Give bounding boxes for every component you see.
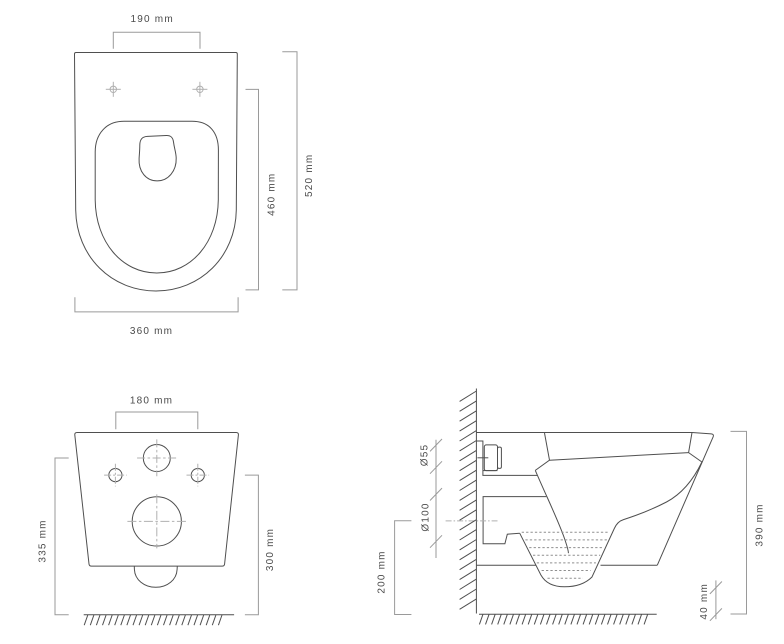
svg-text:300 mm: 300 mm [265,528,276,571]
svg-text:200 mm: 200 mm [377,550,388,593]
svg-text:520 mm: 520 mm [304,154,315,197]
svg-text:460 mm: 460 mm [266,173,277,216]
svg-text:335 mm: 335 mm [38,519,49,562]
svg-text:390 mm: 390 mm [755,503,766,546]
svg-text:190 mm: 190 mm [131,14,174,25]
svg-text:Ø55: Ø55 [420,444,431,467]
svg-text:40 mm: 40 mm [699,583,710,620]
svg-text:180 mm: 180 mm [130,395,173,406]
svg-text:Ø100: Ø100 [420,502,431,531]
svg-text:360 mm: 360 mm [130,326,173,337]
